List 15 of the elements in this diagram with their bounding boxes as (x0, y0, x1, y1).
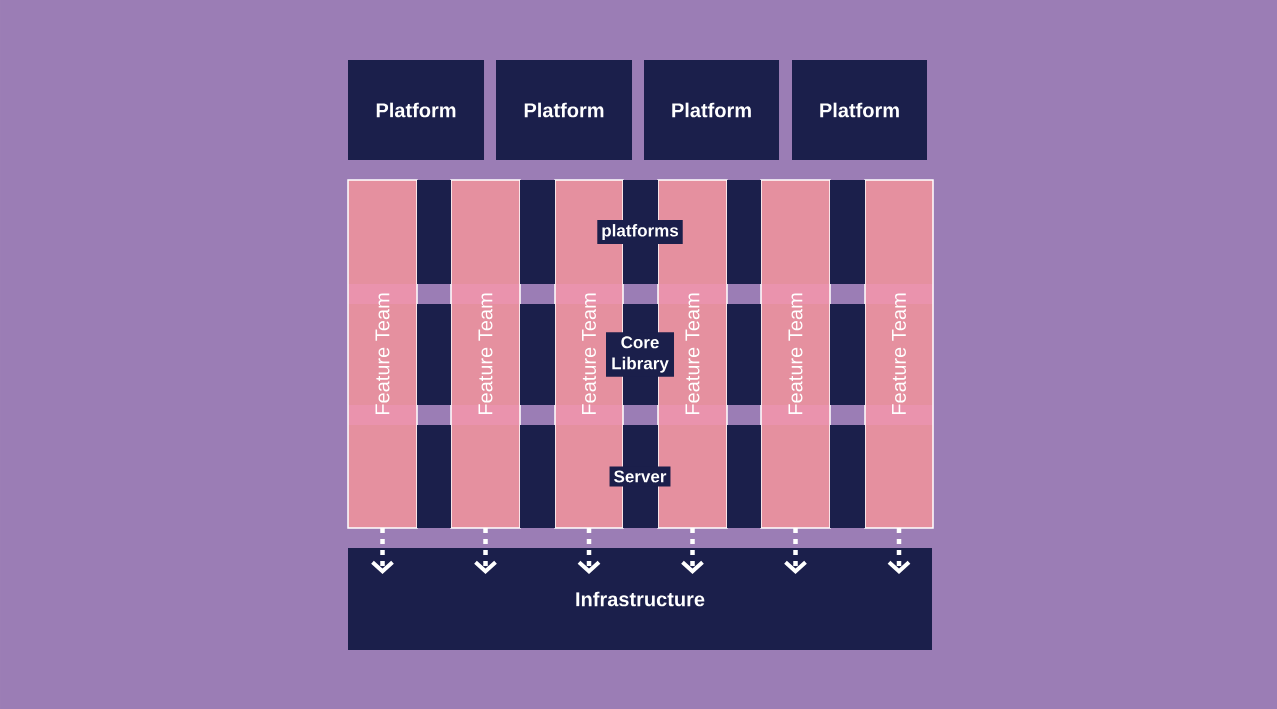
dotted-arrow (681, 528, 704, 574)
dotted-arrow (474, 528, 497, 574)
dotted-arrow (371, 528, 394, 574)
dotted-arrow (577, 528, 601, 574)
team-column: Feature Team (760, 179, 831, 529)
dotted-arrow (887, 528, 911, 574)
team-column: Feature Team (347, 179, 418, 529)
platform-box: Platform (496, 60, 632, 160)
team-column: Feature Team (864, 179, 934, 529)
platform-box: Platform (348, 60, 484, 160)
platform-box: Platform (792, 60, 927, 160)
team-column: Feature Team (450, 179, 521, 529)
dotted-arrow (784, 528, 807, 574)
platform-box: Platform (644, 60, 779, 160)
infrastructure-box: Infrastructure (348, 548, 932, 650)
